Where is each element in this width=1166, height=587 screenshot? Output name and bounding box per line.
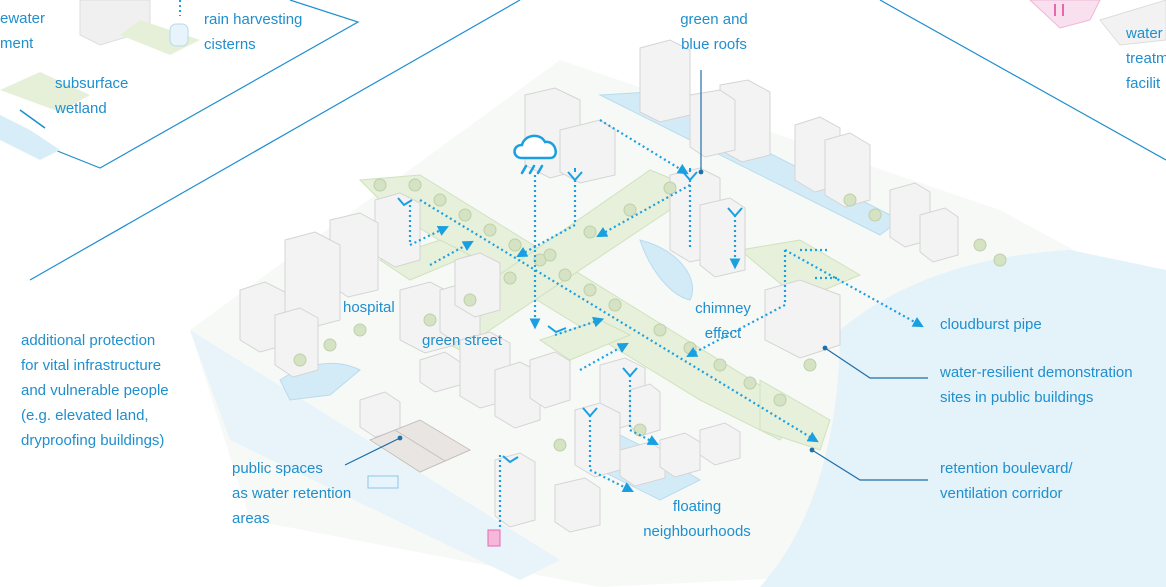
label-line: ventilation corridor: [940, 485, 1063, 502]
label-line: for vital infrastructure: [21, 357, 162, 374]
label-line: hospital: [343, 299, 395, 316]
label-cloudburst-pipe: cloudburst pipe: [940, 312, 1042, 337]
label-line: neighbourhoods: [643, 523, 751, 540]
label-line: treatm: [1126, 50, 1166, 67]
inset-left-scene: [0, 0, 200, 160]
sports-court: [367, 419, 472, 489]
water-flow-paths: [408, 119, 924, 530]
label-line: and vulnerable people: [21, 382, 169, 399]
label-line: as water retention: [232, 485, 352, 502]
label-rain-harvesting: rain harvesting cisterns: [204, 7, 302, 57]
label-line: retention boulevard/: [940, 460, 1073, 477]
label-subsurface-wetland: subsurface wetland: [55, 71, 128, 121]
pink-marker: [487, 529, 501, 547]
label-water-treatment-partial: water treatm facilit: [1126, 21, 1166, 96]
label-line: water: [1126, 25, 1163, 42]
label-line: rain harvesting: [204, 11, 303, 28]
label-retention-boulevard: retention boulevard/ ventilation corrido…: [940, 456, 1073, 506]
buildings: [239, 39, 959, 533]
label-water-resilient-sites: water-resilient demonstration sites in p…: [940, 360, 1133, 410]
label-line: areas: [232, 510, 270, 527]
label-line: additional protection: [21, 332, 156, 349]
cloud-rain-icon: [513, 134, 557, 175]
label-line: (e.g. elevated land,: [21, 407, 149, 424]
label-line: water-resilient demonstration: [940, 364, 1133, 381]
label-line: facilit: [1126, 75, 1161, 92]
inset-frame-lines: [0, 0, 1166, 281]
label-additional-protection: additional protection for vital infrastr…: [21, 328, 169, 453]
label-green-street: green street: [422, 328, 502, 353]
label-hospital: hospital: [343, 295, 395, 320]
inset-right-scene: [1029, 0, 1166, 46]
label-line: public spaces: [232, 460, 323, 477]
label-line: ment: [0, 35, 34, 52]
label-line: cisterns: [204, 36, 256, 53]
label-line: green and: [680, 11, 748, 28]
downpipe-markers: [397, 168, 743, 464]
label-floating-neighbourhoods: floating neighbourhoods: [624, 494, 770, 544]
label-line: cloudburst pipe: [940, 316, 1042, 333]
label-line: subsurface: [55, 75, 129, 92]
label-line: chimney: [695, 300, 751, 317]
label-line: dryproofing buildings): [21, 432, 165, 449]
label-line: wetland: [55, 100, 107, 117]
label-green-blue-roofs: green and blue roofs: [664, 7, 764, 57]
label-public-spaces: public spaces as water retention areas: [232, 456, 351, 531]
label-line: ewater: [0, 10, 46, 27]
leader-lines: [344, 70, 928, 481]
trees: [293, 178, 1007, 452]
label-chimney-effect: chimney effect: [680, 296, 766, 346]
label-wastewater-treatment-partial: ewater ment: [0, 6, 45, 56]
label-line: green street: [422, 332, 503, 349]
label-line: sites in public buildings: [940, 389, 1094, 406]
label-line: effect: [704, 325, 742, 342]
label-line: blue roofs: [681, 36, 747, 53]
label-line: floating: [672, 498, 722, 515]
